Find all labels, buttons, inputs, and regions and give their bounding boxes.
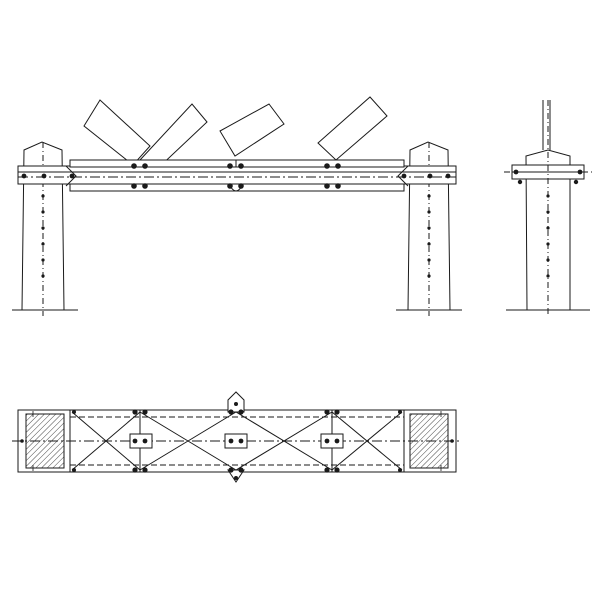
right-column <box>396 141 462 316</box>
right-column-bolts <box>427 194 431 278</box>
top-chord <box>17 159 457 192</box>
plan-bolts <box>20 402 454 480</box>
side-bolts <box>513 169 583 278</box>
angled-members <box>83 96 388 173</box>
cross-bracing <box>71 411 403 471</box>
front-elevation-view <box>12 96 462 316</box>
side-elevation-view <box>504 100 592 316</box>
left-column-bolts <box>41 194 45 278</box>
plan-view <box>12 391 462 483</box>
center-markers <box>30 411 444 471</box>
chord-bolts <box>21 163 451 189</box>
